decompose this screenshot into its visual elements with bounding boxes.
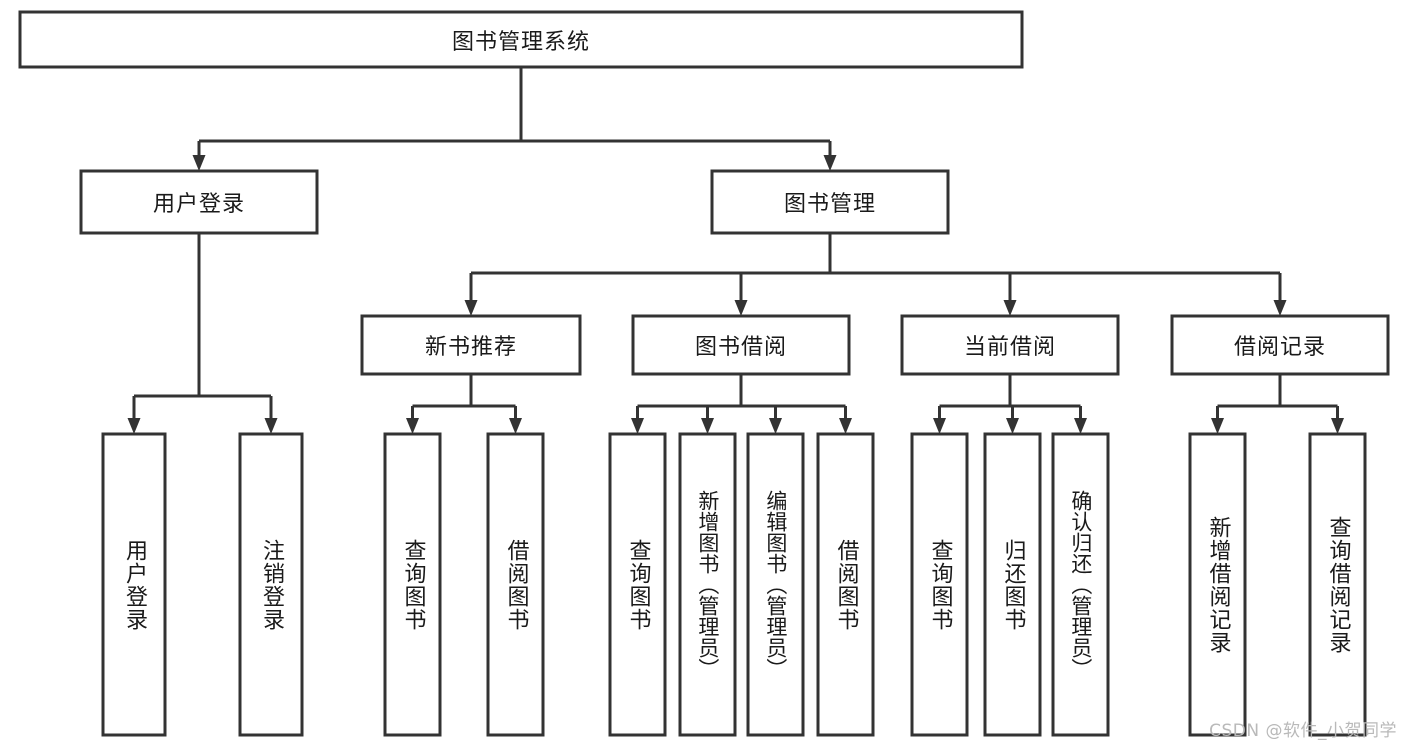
node-layer xyxy=(18,10,1390,737)
node-box-leaf-query-book-2[interactable] xyxy=(608,432,667,737)
arrow-head-icon xyxy=(1006,418,1019,434)
arrow-head-icon xyxy=(464,300,478,316)
node-box-borrow-record[interactable] xyxy=(1170,314,1390,376)
node-box-leaf-edit-book[interactable] xyxy=(746,432,805,737)
arrow-head-icon xyxy=(1074,418,1087,434)
watermark: CSDN @软件_小贺同学 xyxy=(1209,721,1397,741)
node-box-book-manage[interactable] xyxy=(710,169,950,235)
arrow-head-icon xyxy=(127,418,141,434)
node-box-new-book-rec[interactable] xyxy=(360,314,582,376)
arrow-head-icon xyxy=(933,418,946,434)
arrow-head-icon xyxy=(1211,418,1224,434)
arrow-head-icon xyxy=(192,155,206,171)
node-box-root[interactable] xyxy=(18,10,1024,69)
arrow-head-icon xyxy=(509,418,522,434)
node-box-leaf-borrow-book-2[interactable] xyxy=(816,432,875,737)
node-box-leaf-add-record[interactable] xyxy=(1188,432,1247,737)
arrow-head-icon xyxy=(839,418,852,434)
node-box-leaf-return-book[interactable] xyxy=(983,432,1042,737)
node-box-current-borrow[interactable] xyxy=(900,314,1120,376)
node-box-leaf-confirm-return[interactable] xyxy=(1051,432,1110,737)
node-box-leaf-query-book-3[interactable] xyxy=(910,432,969,737)
arrow-head-icon xyxy=(631,418,644,434)
node-box-leaf-user-login[interactable] xyxy=(101,432,167,737)
node-box-leaf-add-book[interactable] xyxy=(678,432,737,737)
arrow-head-icon xyxy=(1273,300,1287,316)
node-box-book-borrow[interactable] xyxy=(631,314,851,376)
arrow-head-icon xyxy=(406,418,419,434)
arrow-head-icon xyxy=(1003,300,1017,316)
arrow-head-icon xyxy=(823,155,837,171)
arrow-head-icon xyxy=(264,418,278,434)
connector-layer xyxy=(127,67,1344,434)
node-box-leaf-query-book-1[interactable] xyxy=(383,432,442,737)
arrow-head-icon xyxy=(769,418,782,434)
arrow-head-icon xyxy=(1331,418,1344,434)
arrow-head-icon xyxy=(734,300,748,316)
node-box-leaf-borrow-book-1[interactable] xyxy=(486,432,545,737)
node-box-user-login[interactable] xyxy=(79,169,319,235)
node-box-leaf-logout[interactable] xyxy=(238,432,304,737)
arrow-head-icon xyxy=(701,418,714,434)
node-box-leaf-query-record[interactable] xyxy=(1308,432,1367,737)
